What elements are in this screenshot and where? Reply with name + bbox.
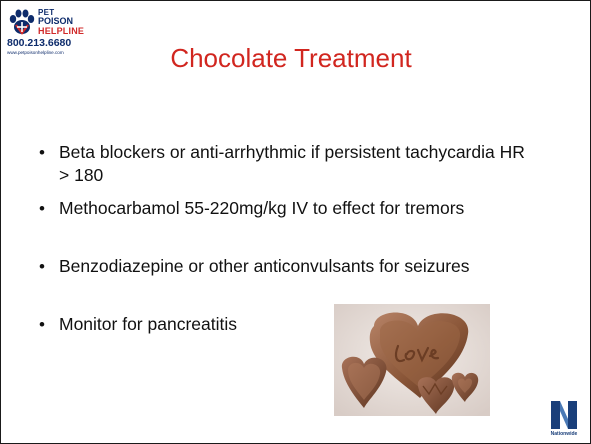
logo-text-helpline: HELPLINE bbox=[38, 26, 85, 36]
slide-title: Chocolate Treatment bbox=[170, 43, 412, 73]
logo-text-pet: PET bbox=[38, 8, 55, 17]
bullet-text: Beta blockers or anti-arrhythmic if pers… bbox=[59, 142, 525, 185]
paw-print-icon bbox=[9, 9, 35, 35]
nationwide-label: Nationwide bbox=[550, 431, 578, 437]
pet-poison-helpline-logo: PET POISON HELPLINE 800.213.6680 www.pet… bbox=[7, 7, 91, 59]
bullet-item: • Beta blockers or anti-arrhythmic if pe… bbox=[37, 141, 579, 187]
bullet-item: • Methocarbamol 55-220mg/kg IV to effect… bbox=[37, 197, 579, 220]
bullet-item: • Benzodiazepine or other anticonvulsant… bbox=[37, 255, 579, 278]
logo-phone-number: 800.213.6680 bbox=[7, 37, 72, 49]
bullet-text: Monitor for pancreatitis bbox=[59, 314, 237, 334]
bullet-text: Methocarbamol 55-220mg/kg IV to effect f… bbox=[59, 198, 465, 218]
bullet-dot-icon: • bbox=[39, 143, 45, 162]
logo-text-poison: POISON bbox=[38, 16, 74, 26]
bullet-dot-icon: • bbox=[39, 315, 45, 334]
bullet-dot-icon: • bbox=[39, 199, 45, 218]
chocolate-hearts-image bbox=[334, 304, 490, 416]
nationwide-mark-icon bbox=[551, 401, 577, 429]
bullet-item: • Monitor for pancreatitis bbox=[37, 313, 579, 336]
logo-url: www.petpoisonhelpline.com bbox=[7, 50, 64, 55]
nationwide-logo: Nationwide bbox=[547, 399, 581, 439]
bullet-text: Benzodiazepine or other anticonvulsants … bbox=[59, 256, 470, 276]
bullet-dot-icon: • bbox=[39, 257, 45, 276]
